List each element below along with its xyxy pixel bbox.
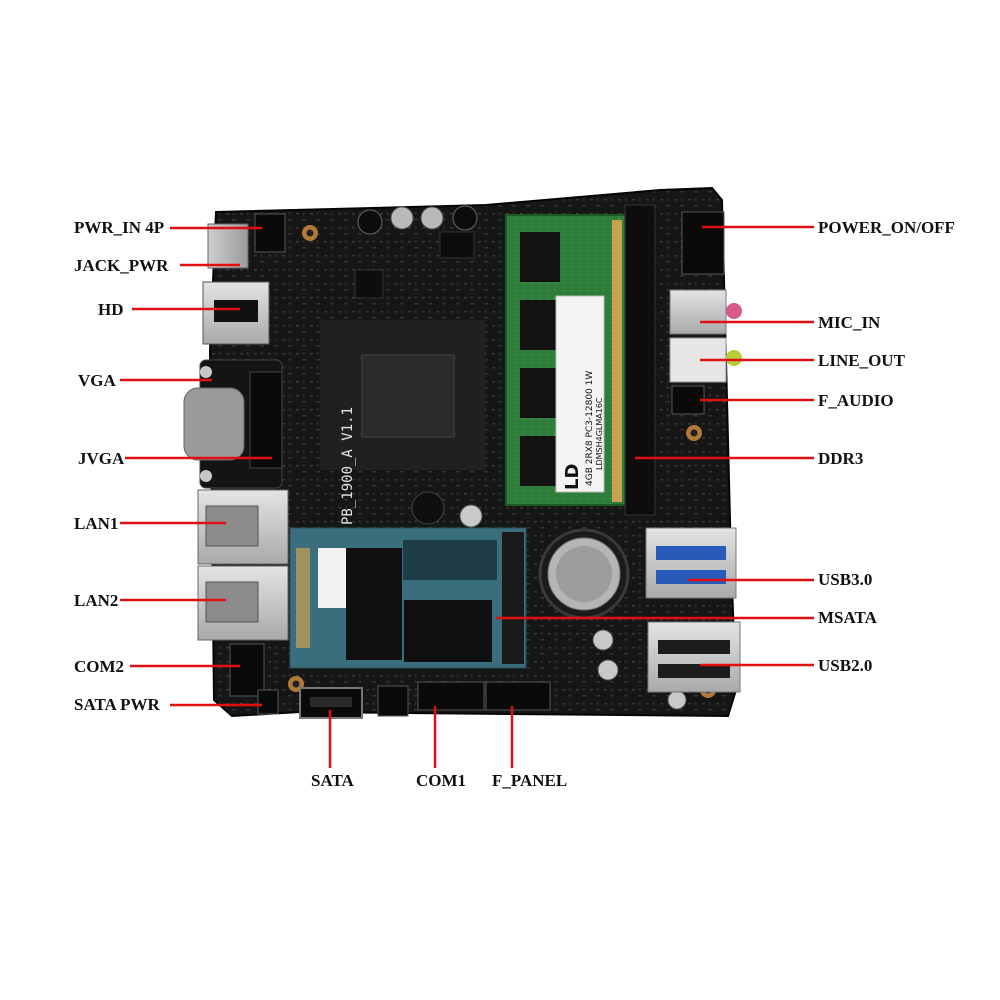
callout-jvga: JVGA [78,449,125,468]
callout-line-out: LINE_OUT [818,351,905,370]
capacitors-top [357,205,478,235]
header [377,685,409,717]
board-silkscreen-model: PB_1900_A V1.1 [340,407,356,525]
callout-usb3: USB3.0 [818,570,873,589]
ram-spec-label: 4GB 2RX8 PC3-12800 1W [585,371,595,486]
cmos-battery [538,528,630,620]
callout-com2: COM2 [74,657,125,676]
cpu-chip [361,354,455,438]
callout-hd: HD [98,300,124,319]
usb3-port [645,527,737,599]
f-panel-header [485,681,551,711]
jvga-header [249,371,283,469]
callout-com1: COM1 [416,771,467,790]
callout-sata-pwr: SATA PWR [74,695,160,714]
ddr3-module [505,214,647,506]
com1-header [417,681,485,711]
callout-lan2: LAN2 [74,591,119,610]
ram-part-label: LDMSH4GLMA16C [595,397,604,470]
usb2-port [647,621,741,693]
mic-in-jack [669,289,742,335]
callout-power-on-off: POWER_ON/OFF [818,218,955,237]
callout-vga: VGA [78,371,116,390]
callout-f-audio: F_AUDIO [818,391,894,410]
pwr-in-4p-header [254,213,286,253]
callout-sata: SATA [311,771,354,790]
callout-msata: MSATA [818,608,877,627]
callout-ddr3: DDR3 [818,449,864,468]
callout-pwr-in-4p: PWR_IN 4P [74,218,165,237]
ram-brand-label: LD [562,464,583,490]
msata-card [289,527,527,669]
ddr3-slot [624,204,656,516]
callout-f-panel: F_PANEL [492,771,568,790]
power-switch [681,211,725,275]
callout-jack-pwr: JACK_PWR [74,256,169,275]
sata-pwr-header [257,689,279,715]
leader-lines [120,225,814,768]
callout-lan1: LAN1 [74,514,119,533]
chip [354,269,384,299]
f-audio-header [671,385,705,415]
chip [439,231,475,259]
com2-header [229,643,265,697]
callout-usb2: USB2.0 [818,656,873,675]
jack-pwr-connector [207,223,249,269]
capacitors-bottom [411,491,687,710]
callout-mic-in: MIC_IN [818,313,881,332]
